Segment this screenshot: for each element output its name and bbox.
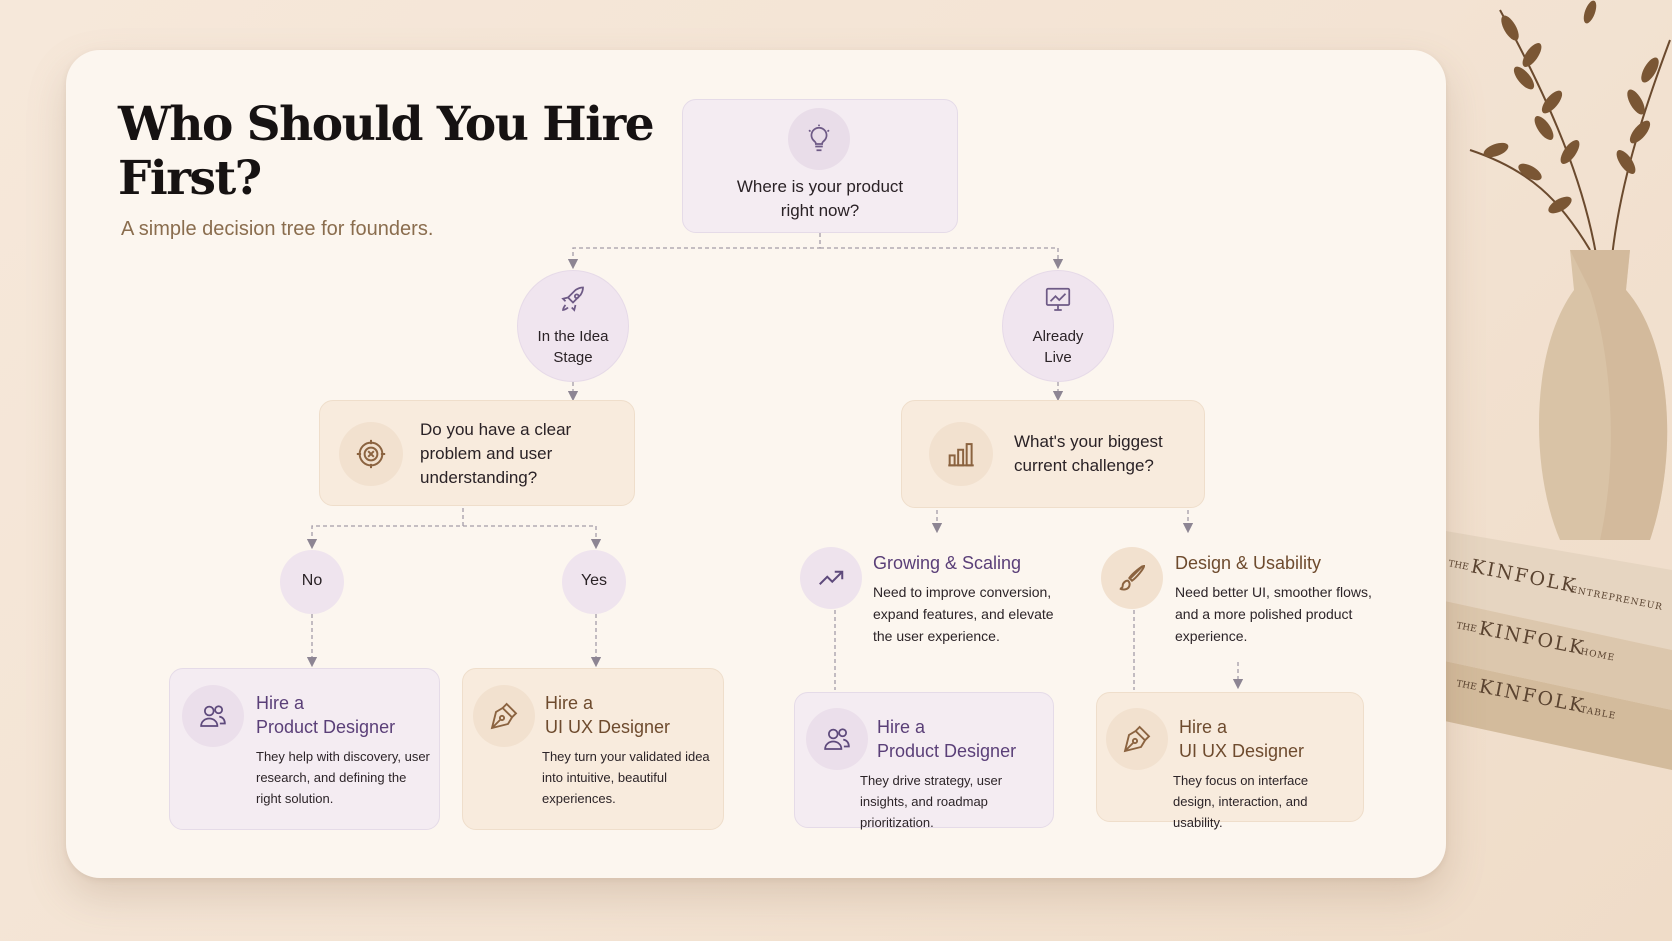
- lightbulb-icon: [788, 108, 850, 170]
- bar-chart-icon: [929, 422, 993, 486]
- result-design-title-1: Hire a: [1179, 717, 1228, 737]
- branch-idea-label: In the Idea Stage: [537, 328, 609, 366]
- page-subtitle: A simple decision tree for founders.: [121, 218, 434, 240]
- branch-idea-node: [517, 270, 629, 382]
- pen-nib-icon: [1106, 708, 1168, 770]
- answer-yes-label: Yes: [580, 572, 608, 589]
- result-growth-title-1: Hire a: [877, 717, 926, 737]
- result-no-desc: They help with discovery, user research,…: [256, 749, 430, 806]
- root-question-text: Where is your product right now?: [736, 177, 904, 220]
- result-yes-title-2: UI UX Designer: [545, 717, 671, 737]
- result-yes-desc: They turn your validated idea into intui…: [542, 749, 710, 806]
- result-design-title-2: UI UX Designer: [1179, 741, 1305, 761]
- challenge-growth-desc: Need to improve conversion, expand featu…: [873, 584, 1054, 644]
- pen-nib-icon: [473, 685, 535, 747]
- monitor-chart-icon: [1038, 282, 1078, 318]
- result-no-title-2: Product Designer: [256, 717, 396, 737]
- users-icon: [806, 708, 868, 770]
- result-no-title-1: Hire a: [256, 693, 305, 713]
- paintbrush-icon: [1101, 547, 1163, 609]
- result-yes-title-1: Hire a: [545, 693, 594, 713]
- challenge-design-desc: Need better UI, smoother flows, and a mo…: [1175, 584, 1372, 644]
- challenge-design-title: Design & Usability: [1175, 553, 1322, 573]
- answer-yes-node: [562, 550, 626, 614]
- challenge-growth-title: Growing & Scaling: [873, 553, 1022, 573]
- users-icon: [182, 685, 244, 747]
- result-growth-title-2: Product Designer: [877, 741, 1017, 761]
- page-title: Who Should You Hire First?: [118, 97, 655, 206]
- trend-up-icon: [800, 547, 862, 609]
- answer-no-node: [280, 550, 344, 614]
- idea-question-text: Do you have a clear problem and user und…: [420, 420, 572, 487]
- answer-no-label: No: [301, 572, 323, 589]
- branch-live-label: Already Live: [1032, 328, 1084, 366]
- live-question-text: What's your biggest current challenge?: [1014, 432, 1163, 475]
- result-growth-desc: They drive strategy, user insights, and …: [860, 773, 1003, 830]
- rocket-icon: [553, 282, 593, 318]
- target-icon: [339, 422, 403, 486]
- result-design-desc: They focus on interface design, interact…: [1173, 773, 1309, 830]
